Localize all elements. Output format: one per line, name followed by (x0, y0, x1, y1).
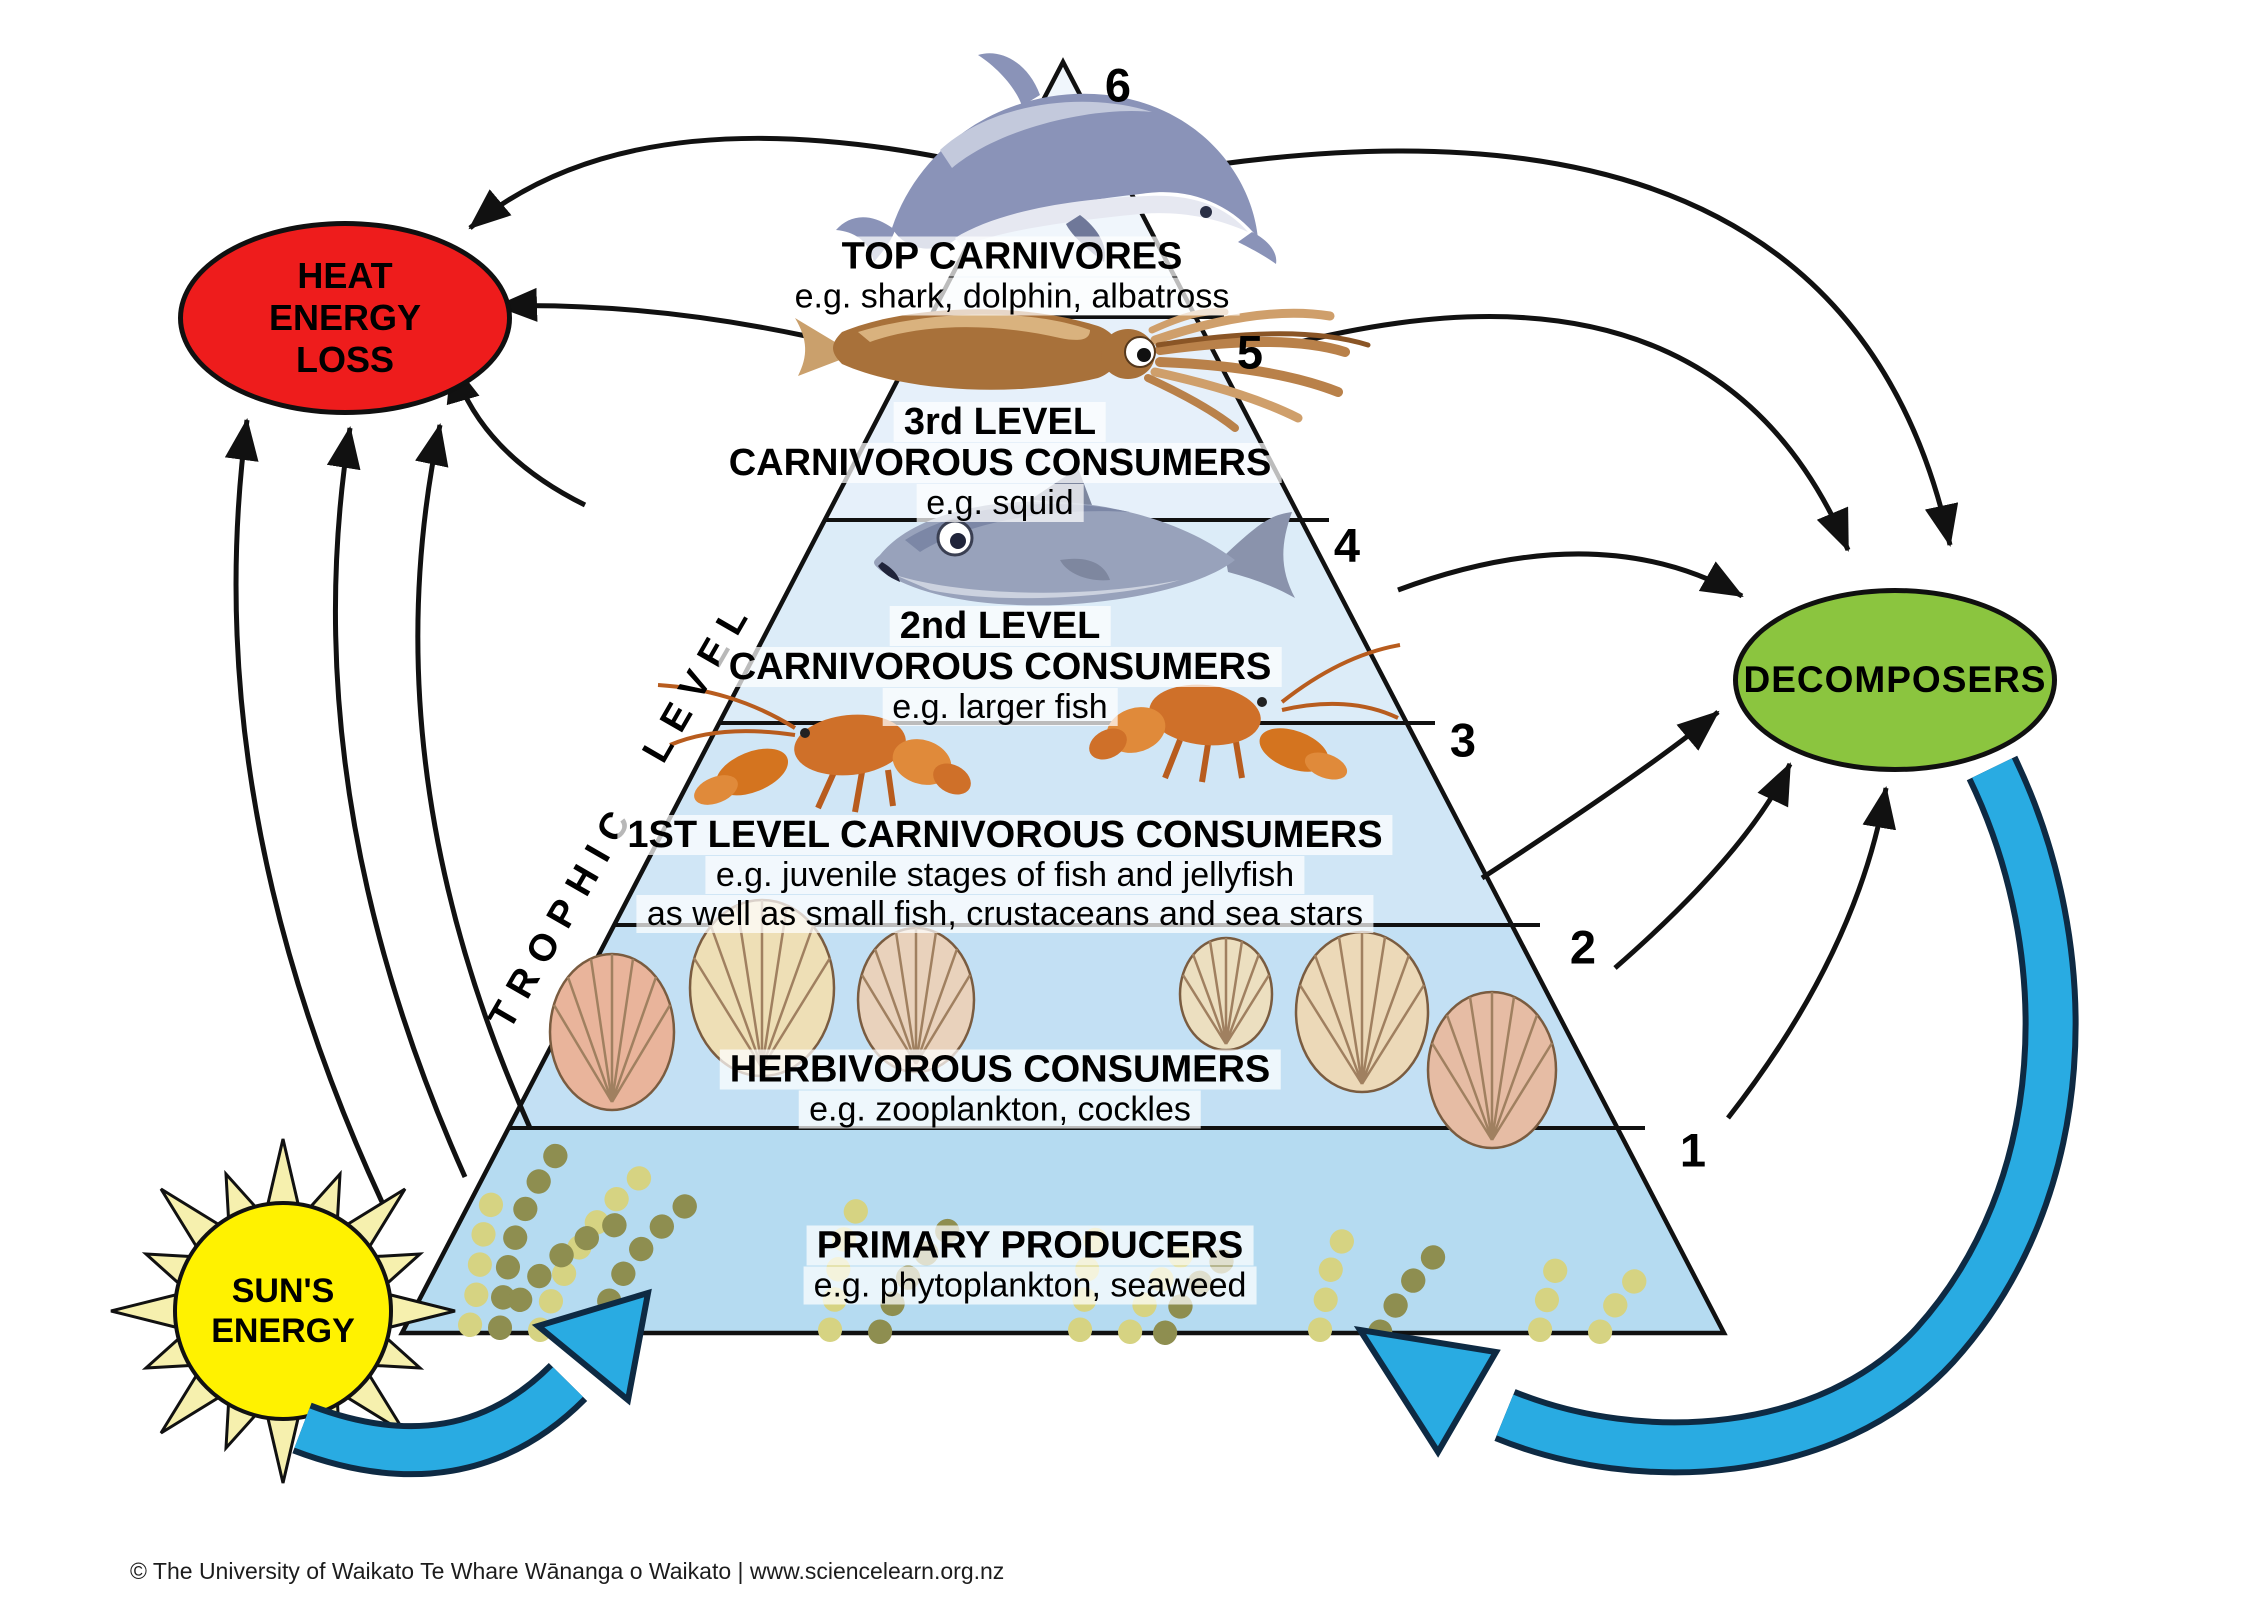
arrow-level3-to-decomposers (1480, 710, 1720, 881)
arrow-level4-to-decomposers (1397, 551, 1744, 599)
sun-energy-label: SUN'S ENERGY (211, 1272, 355, 1350)
arrow-level1-to-decomposers (1726, 786, 1897, 1120)
arrow-level2-to-decomposers (1613, 762, 1793, 970)
decomposer-recycle-arrow (1353, 755, 2079, 1476)
crayfish-illustration-left (657, 683, 971, 813)
sun-icon (110, 1138, 456, 1484)
cockle-shell (1294, 930, 1430, 1094)
heat-energy-loss-node: HEAT ENERGY LOSS (178, 221, 512, 415)
copyright-text: © The University of Waikato Te Whare Wān… (130, 1558, 1005, 1584)
level-1-label: PRIMARY PRODUCERS e.g. phytoplankton, se… (803, 1225, 1257, 1306)
trophic-number-4: 4 (1333, 518, 1361, 572)
arrow-level2-to-heat (326, 426, 468, 1179)
arrow-level4-to-heat (446, 360, 587, 508)
decomposers-label: DECOMPOSERS (1743, 659, 2047, 700)
cockle-shell (1178, 936, 1274, 1052)
trophic-number-3: 3 (1449, 713, 1477, 767)
cockle-shell (548, 952, 676, 1112)
level-4-label: 2nd LEVEL CARNIVOROUS CONSUMERS e.g. lar… (718, 605, 1282, 727)
arrow-level6-to-decomposers (1167, 148, 1959, 547)
cockles-illustration (548, 898, 1558, 1150)
arrow-level6-to-heat (468, 135, 1001, 230)
level-2-label: HERBIVOROUS CONSUMERS e.g. zooplankton, … (719, 1049, 1281, 1130)
trophic-number-2: 2 (1569, 920, 1597, 974)
level-6-label: TOP CARNIVORES e.g. shark, dolphin, alba… (784, 236, 1240, 317)
arrow-level5-to-decomposers (1287, 314, 1851, 552)
squid-illustration (795, 308, 1371, 432)
arrow-level5-to-heat (495, 287, 807, 339)
trophic-number-5: 5 (1236, 325, 1264, 379)
cockle-shell (1426, 990, 1558, 1150)
crayfish-illustration-right (1089, 643, 1401, 783)
trophic-number-6: 6 (1104, 58, 1132, 112)
decomposers-node: DECOMPOSERS (1733, 588, 2057, 772)
arrow-level1-to-heat (224, 418, 385, 1204)
trophic-number-1: 1 (1679, 1123, 1707, 1177)
level-5-label: 3rd LEVEL CARNIVOROUS CONSUMERS e.g. squ… (718, 401, 1282, 523)
sun-energy-arrow (292, 1288, 652, 1478)
cockle-shell (856, 926, 976, 1074)
decomposer-arrows (1167, 148, 1959, 1120)
heat-energy-loss-label: HEAT ENERGY LOSS (268, 255, 422, 380)
level-3-label: 1ST LEVEL CARNIVOROUS CONSUMERS e.g. juv… (617, 814, 1393, 934)
arrow-level3-to-heat (415, 423, 533, 1130)
